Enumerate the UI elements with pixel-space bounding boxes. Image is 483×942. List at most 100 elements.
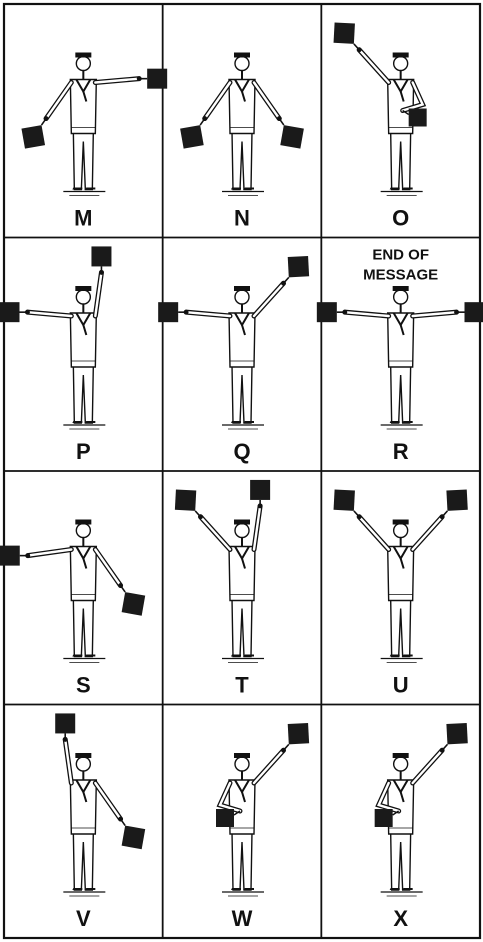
semaphore-panel-p: P bbox=[0, 246, 111, 464]
sailor-legs bbox=[73, 132, 93, 190]
sailor-head bbox=[235, 57, 249, 71]
panel-letter: O bbox=[392, 206, 409, 231]
sailor-arm-fill bbox=[254, 750, 283, 783]
sailor-arm-fill bbox=[95, 550, 120, 586]
flag-square bbox=[288, 256, 309, 277]
sailor-shoes bbox=[390, 888, 413, 890]
flag-square bbox=[147, 69, 167, 89]
sailor-legs bbox=[232, 832, 252, 890]
flag-square bbox=[0, 302, 20, 322]
sailor-cap bbox=[393, 53, 409, 58]
sailor-shoes bbox=[231, 421, 254, 423]
sailor-torso bbox=[229, 313, 255, 367]
sailor-legs bbox=[391, 132, 411, 190]
panel-letter: N bbox=[234, 206, 250, 231]
flag-square bbox=[91, 246, 111, 266]
sailor-shoes bbox=[72, 888, 95, 890]
sailor-cap bbox=[234, 520, 250, 525]
sailor-head bbox=[394, 524, 408, 538]
sailor-torso bbox=[388, 313, 414, 367]
sailor-cap bbox=[393, 753, 409, 758]
flag-square bbox=[446, 723, 467, 744]
semaphore-panel-x: X bbox=[375, 723, 468, 931]
sailor-head bbox=[235, 757, 249, 771]
sailor-legs bbox=[391, 599, 411, 657]
sailor-head bbox=[76, 57, 90, 71]
flag-square bbox=[375, 809, 393, 827]
sailor-legs bbox=[391, 365, 411, 423]
flag-square bbox=[21, 125, 45, 149]
sailor-shoes bbox=[390, 188, 413, 190]
sailor-torso bbox=[70, 547, 96, 601]
sailor-shoes bbox=[390, 421, 413, 423]
flag-staff bbox=[195, 511, 200, 517]
sailor-head bbox=[235, 290, 249, 304]
sailor-arm-fill bbox=[254, 283, 283, 316]
sailor-shoes bbox=[231, 655, 254, 657]
sailor-arm-fill bbox=[359, 517, 388, 550]
sailor-shoes bbox=[72, 421, 95, 423]
sailor-arm-fill bbox=[205, 83, 230, 119]
sailor-cap bbox=[75, 53, 91, 58]
panel-letter: T bbox=[235, 673, 249, 698]
sailor-arm-fill bbox=[95, 783, 120, 819]
flag-square bbox=[334, 22, 355, 43]
flag-square bbox=[288, 723, 309, 744]
sailor-legs bbox=[73, 599, 93, 657]
flag-staff bbox=[283, 744, 288, 750]
sailor-head bbox=[235, 524, 249, 538]
sailor-torso bbox=[70, 313, 96, 367]
sailor-head bbox=[394, 290, 408, 304]
panel-letter: Q bbox=[233, 439, 250, 464]
sailor-head bbox=[76, 524, 90, 538]
sailor-arm-fill bbox=[359, 50, 388, 83]
sailor-shoes bbox=[231, 888, 254, 890]
sailor-head bbox=[394, 757, 408, 771]
flag-square bbox=[175, 489, 196, 510]
flag-square bbox=[55, 713, 75, 733]
sailor-legs bbox=[232, 599, 252, 657]
sailor-shoes bbox=[72, 655, 95, 657]
flag-square bbox=[122, 592, 146, 616]
sailor-arm-fill bbox=[201, 517, 230, 550]
flag-square bbox=[0, 546, 20, 566]
semaphore-panel-m: M bbox=[21, 53, 167, 231]
sailor-shoes bbox=[390, 655, 413, 657]
panel-letter: W bbox=[232, 906, 253, 931]
flag-square bbox=[122, 826, 146, 850]
flag-square bbox=[216, 809, 234, 827]
semaphore-panel-q: Q bbox=[158, 256, 309, 464]
flag-staff bbox=[442, 511, 447, 517]
sailor-cap bbox=[75, 753, 91, 758]
panel-letter: P bbox=[76, 439, 91, 464]
semaphore-panel-v: V bbox=[55, 713, 145, 931]
sailor-legs bbox=[391, 832, 411, 890]
sailor-cap bbox=[393, 286, 409, 291]
semaphore-panel-n: N bbox=[180, 53, 304, 231]
sailor-torso bbox=[229, 80, 255, 134]
sailor-cap bbox=[234, 53, 250, 58]
sailor-torso bbox=[229, 547, 255, 601]
panel-caption: END OF bbox=[372, 247, 429, 264]
sailor-shoes bbox=[72, 188, 95, 190]
panel-letter: U bbox=[393, 673, 409, 698]
panel-letter: R bbox=[393, 439, 409, 464]
flag-square bbox=[464, 302, 483, 322]
sailor-torso bbox=[70, 80, 96, 134]
sailor-torso bbox=[70, 780, 96, 834]
panel-letter: X bbox=[393, 906, 408, 931]
sailor-head bbox=[76, 757, 90, 771]
flag-staff bbox=[354, 511, 359, 517]
flag-square bbox=[334, 489, 355, 510]
flag-square bbox=[446, 489, 467, 510]
flag-staff bbox=[283, 277, 288, 283]
sailor-cap bbox=[75, 520, 91, 525]
flag-square bbox=[180, 125, 204, 149]
sailor-legs bbox=[73, 832, 93, 890]
sailor-legs bbox=[232, 132, 252, 190]
sailor-cap bbox=[234, 753, 250, 758]
sailor-cap bbox=[234, 286, 250, 291]
sailor-arm-fill bbox=[413, 750, 442, 783]
semaphore-panel-s: S bbox=[0, 520, 145, 698]
